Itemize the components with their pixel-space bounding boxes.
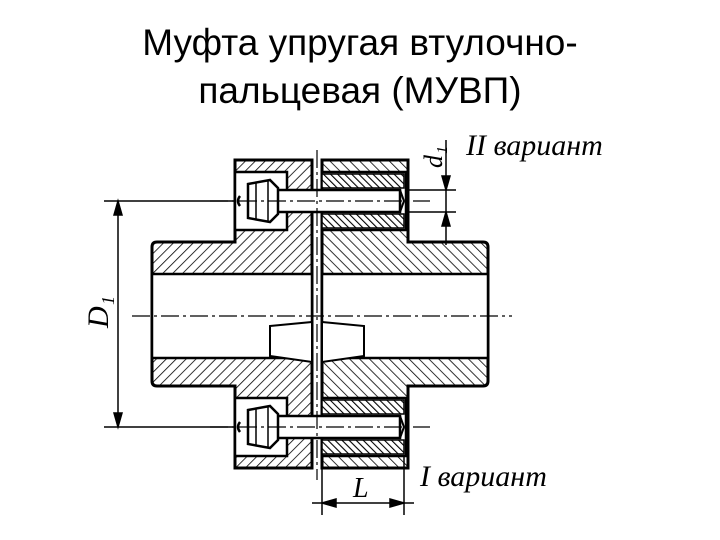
center-lines [132, 150, 512, 480]
top-pin-assembly [236, 173, 406, 229]
dimension-d1-label: D₁ [82, 296, 115, 329]
dimension-pin-diameter-label: d₁ [419, 146, 448, 168]
variant-ii-label: II вариант [465, 129, 603, 162]
dimension-d1 [104, 198, 235, 430]
dimension-length-label: L [352, 473, 369, 504]
dimension-length [312, 456, 414, 515]
dimension-pin-diameter [408, 140, 456, 245]
slide-title-line-2: пальцевая (МУВП) [198, 70, 522, 111]
slide-title-line-1: Муфта упругая втулочно- [142, 22, 578, 63]
variant-i-label: I вариант [419, 460, 547, 493]
